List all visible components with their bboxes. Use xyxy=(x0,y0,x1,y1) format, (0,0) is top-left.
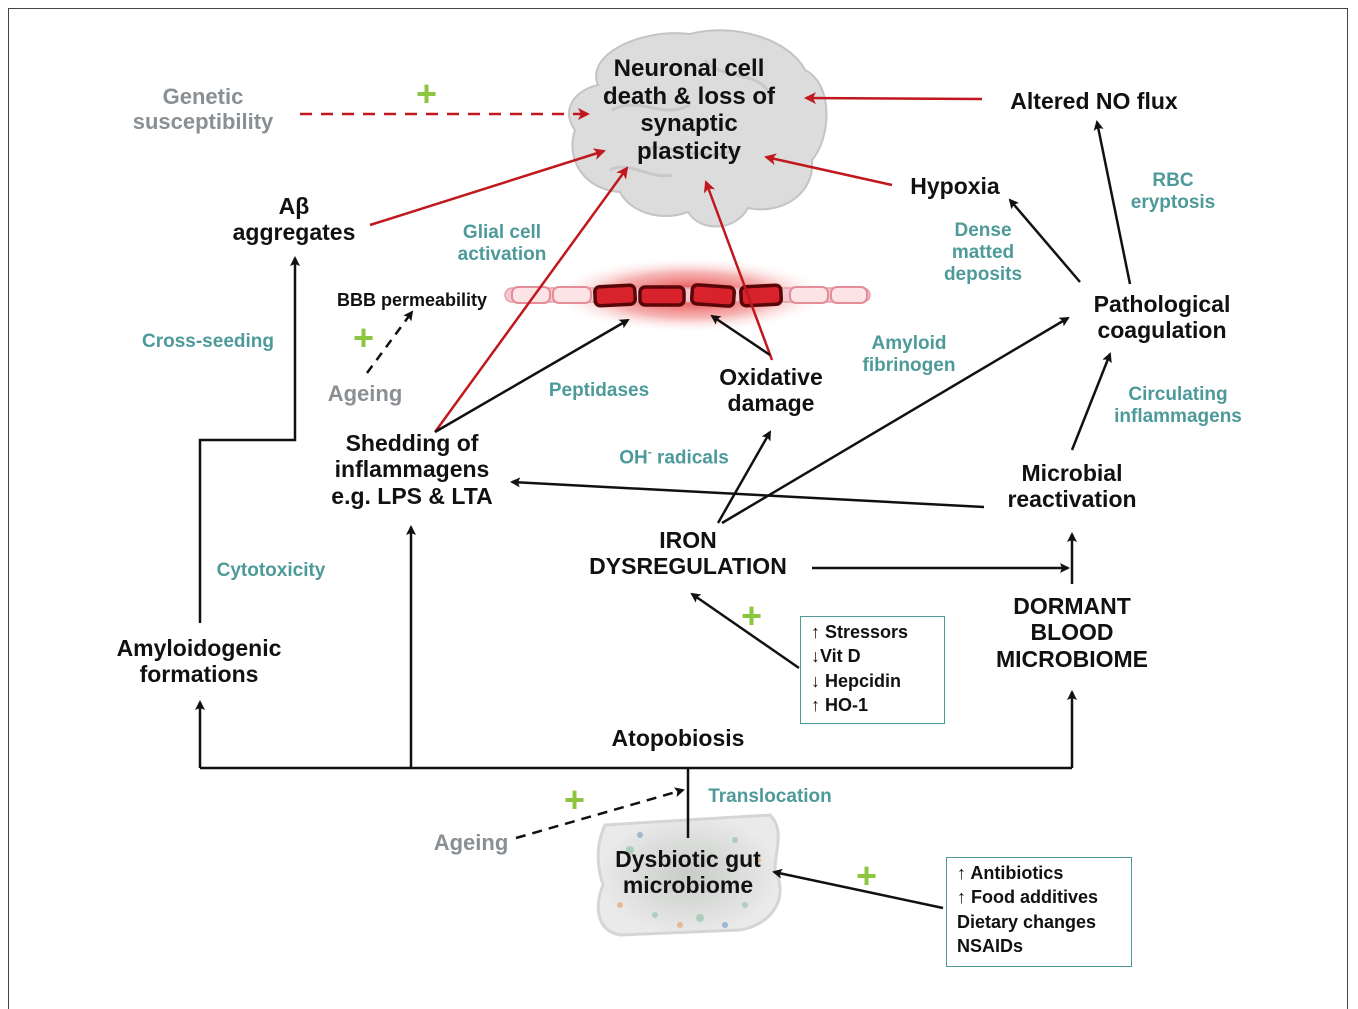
abeta-line-1: Aβ xyxy=(278,193,310,219)
neuronal-line-3: synaptic xyxy=(640,110,738,138)
circulating-line-1: Circulating xyxy=(1128,384,1228,405)
oxidative-line-1: Oxidative xyxy=(719,364,823,390)
dormant-line-3: MICROBIOME xyxy=(995,645,1149,672)
neuronal-line-1: Neuronal cell xyxy=(613,55,765,82)
dysbiotic-line-2: microbiome xyxy=(622,872,754,899)
neuronal-line-4: plasticity xyxy=(636,137,742,165)
rbc-eryptosis-label: RBC eryptosis xyxy=(1118,170,1228,214)
neuronal-line-2: death & loss of xyxy=(602,82,776,110)
plus-sign-stressors: + xyxy=(741,595,763,636)
cytotoxicity-label: Cytotoxicity xyxy=(216,560,326,581)
oxidative-damage-node: Oxidative damage xyxy=(700,364,842,417)
neuronal-cell-death-node: Neuronal cell death & loss of synaptic p… xyxy=(584,55,794,165)
red-arrows xyxy=(300,92,983,433)
gut-illustration xyxy=(596,813,782,937)
peptidases-label: Peptidases xyxy=(548,380,650,401)
oxidative-line-2: damage xyxy=(727,390,815,417)
translocation-label: Translocation xyxy=(708,786,832,807)
cross-seeding-label: Cross-seeding xyxy=(142,331,274,352)
stressors-line-1: ↑ Stressors xyxy=(811,622,909,642)
abeta-aggregates-node: Aβ aggregates xyxy=(214,193,374,246)
dormant-line-2: BLOOD xyxy=(1030,619,1114,646)
dormant-line-1: DORMANT xyxy=(1013,593,1131,619)
circulating-line-2: inflammagens xyxy=(1114,405,1242,427)
genetic-susceptibility-node: Genetic susceptibility xyxy=(110,84,296,135)
pathological-coagulation-node: Pathological coagulation xyxy=(1074,291,1250,344)
shedding-line-2: inflammagens xyxy=(334,456,490,483)
bbb-permeability-node: BBB permeability xyxy=(336,290,488,310)
genetic-line-1: Genetic xyxy=(162,84,244,109)
stressors-line-2: ↓Vit D xyxy=(811,646,861,667)
altered-no-flux-node: Altered NO flux xyxy=(1010,88,1178,114)
ageing-top-label: Ageing xyxy=(327,381,403,406)
circulating-inflammagens-label: Circulating inflammagens xyxy=(1096,384,1260,428)
amyloid-line-2: fibrinogen xyxy=(862,354,956,376)
pathological-line-1: Pathological xyxy=(1093,291,1231,317)
antibiotics-line-1: ↑ Antibiotics xyxy=(957,863,1064,883)
abeta-line-2: aggregates xyxy=(232,219,356,246)
genetic-line-2: susceptibility xyxy=(132,109,274,135)
plus-sign-antibiotics: + xyxy=(856,855,878,896)
dense-line-1: Dense xyxy=(954,220,1012,241)
brain-illustration xyxy=(568,29,828,228)
microbial-reactivation-node: Microbial reactivation xyxy=(994,460,1150,513)
glial-line-2: activation xyxy=(457,243,547,265)
shedding-line-3: e.g. LPS & LTA xyxy=(331,482,493,509)
stressors-line-3: ↓ Hepcidin xyxy=(811,670,902,691)
antibiotics-line-3: Dietary changes xyxy=(957,911,1097,932)
amyloid-line-1: Amyloid xyxy=(871,333,947,354)
iron-dysregulation-node: IRON DYSREGULATION xyxy=(574,527,802,580)
rbc-line-2: eryptosis xyxy=(1130,191,1216,213)
oh-superscript: - xyxy=(647,445,652,459)
stressors-line-4: ↑ HO-1 xyxy=(811,694,869,715)
atopobiosis-node: Atopobiosis xyxy=(611,725,745,751)
stressors-box: ↑ Stressors ↓Vit D ↓ Hepcidin ↑ HO-1 xyxy=(800,616,945,724)
iron-line-1: IRON xyxy=(659,527,717,553)
oh-radicals-label: OH- radicals xyxy=(606,445,742,469)
blood-vessel-illustration xyxy=(504,257,871,333)
plus-sign-ageing-bottom: + xyxy=(564,779,586,820)
dense-matted-deposits-label: Dense matted deposits xyxy=(934,220,1032,286)
shedding-line-1: Shedding of xyxy=(345,430,479,456)
pathological-line-2: coagulation xyxy=(1097,317,1227,344)
iron-line-2: DYSREGULATION xyxy=(589,553,787,580)
dense-line-2: matted xyxy=(951,241,1015,263)
dysbiotic-gut-microbiome-node: Dysbiotic gut microbiome xyxy=(598,846,778,899)
microbial-line-2: reactivation xyxy=(1007,486,1137,513)
dense-line-3: deposits xyxy=(943,263,1023,285)
shedding-inflammagens-node: Shedding of inflammagens e.g. LPS & LTA xyxy=(312,430,512,509)
figure-border xyxy=(8,8,1348,1009)
antibiotics-line-4: NSAIDs xyxy=(957,935,1024,956)
rbc-line-1: RBC xyxy=(1152,170,1194,191)
amyloidogenic-line-2: formations xyxy=(139,661,259,688)
glial-cell-activation-label: Glial cell activation xyxy=(446,222,558,266)
microbial-line-1: Microbial xyxy=(1021,460,1123,486)
glial-line-1: Glial cell xyxy=(462,222,542,243)
amyloid-fibrinogen-label: Amyloid fibrinogen xyxy=(850,333,968,377)
antibiotics-box: ↑ Antibiotics ↑ Food additives Dietary c… xyxy=(946,857,1132,967)
radicals-text: radicals xyxy=(651,447,729,469)
plus-sign-genetic: + xyxy=(416,73,438,114)
amyloidogenic-line-1: Amyloidogenic xyxy=(116,635,282,661)
amyloidogenic-formations-node: Amyloidogenic formations xyxy=(100,635,298,688)
black-arrows xyxy=(195,120,1132,910)
dormant-blood-microbiome-node: DORMANT BLOOD MICROBIOME xyxy=(980,593,1164,672)
hypoxia-node: Hypoxia xyxy=(910,173,1000,199)
dysbiotic-line-1: Dysbiotic gut xyxy=(615,846,761,872)
plus-sign-ageing-top: + xyxy=(353,317,375,358)
antibiotics-line-2: ↑ Food additives xyxy=(957,887,1099,908)
ageing-bottom-label: Ageing xyxy=(433,830,509,855)
oh-text: OH xyxy=(619,447,648,469)
